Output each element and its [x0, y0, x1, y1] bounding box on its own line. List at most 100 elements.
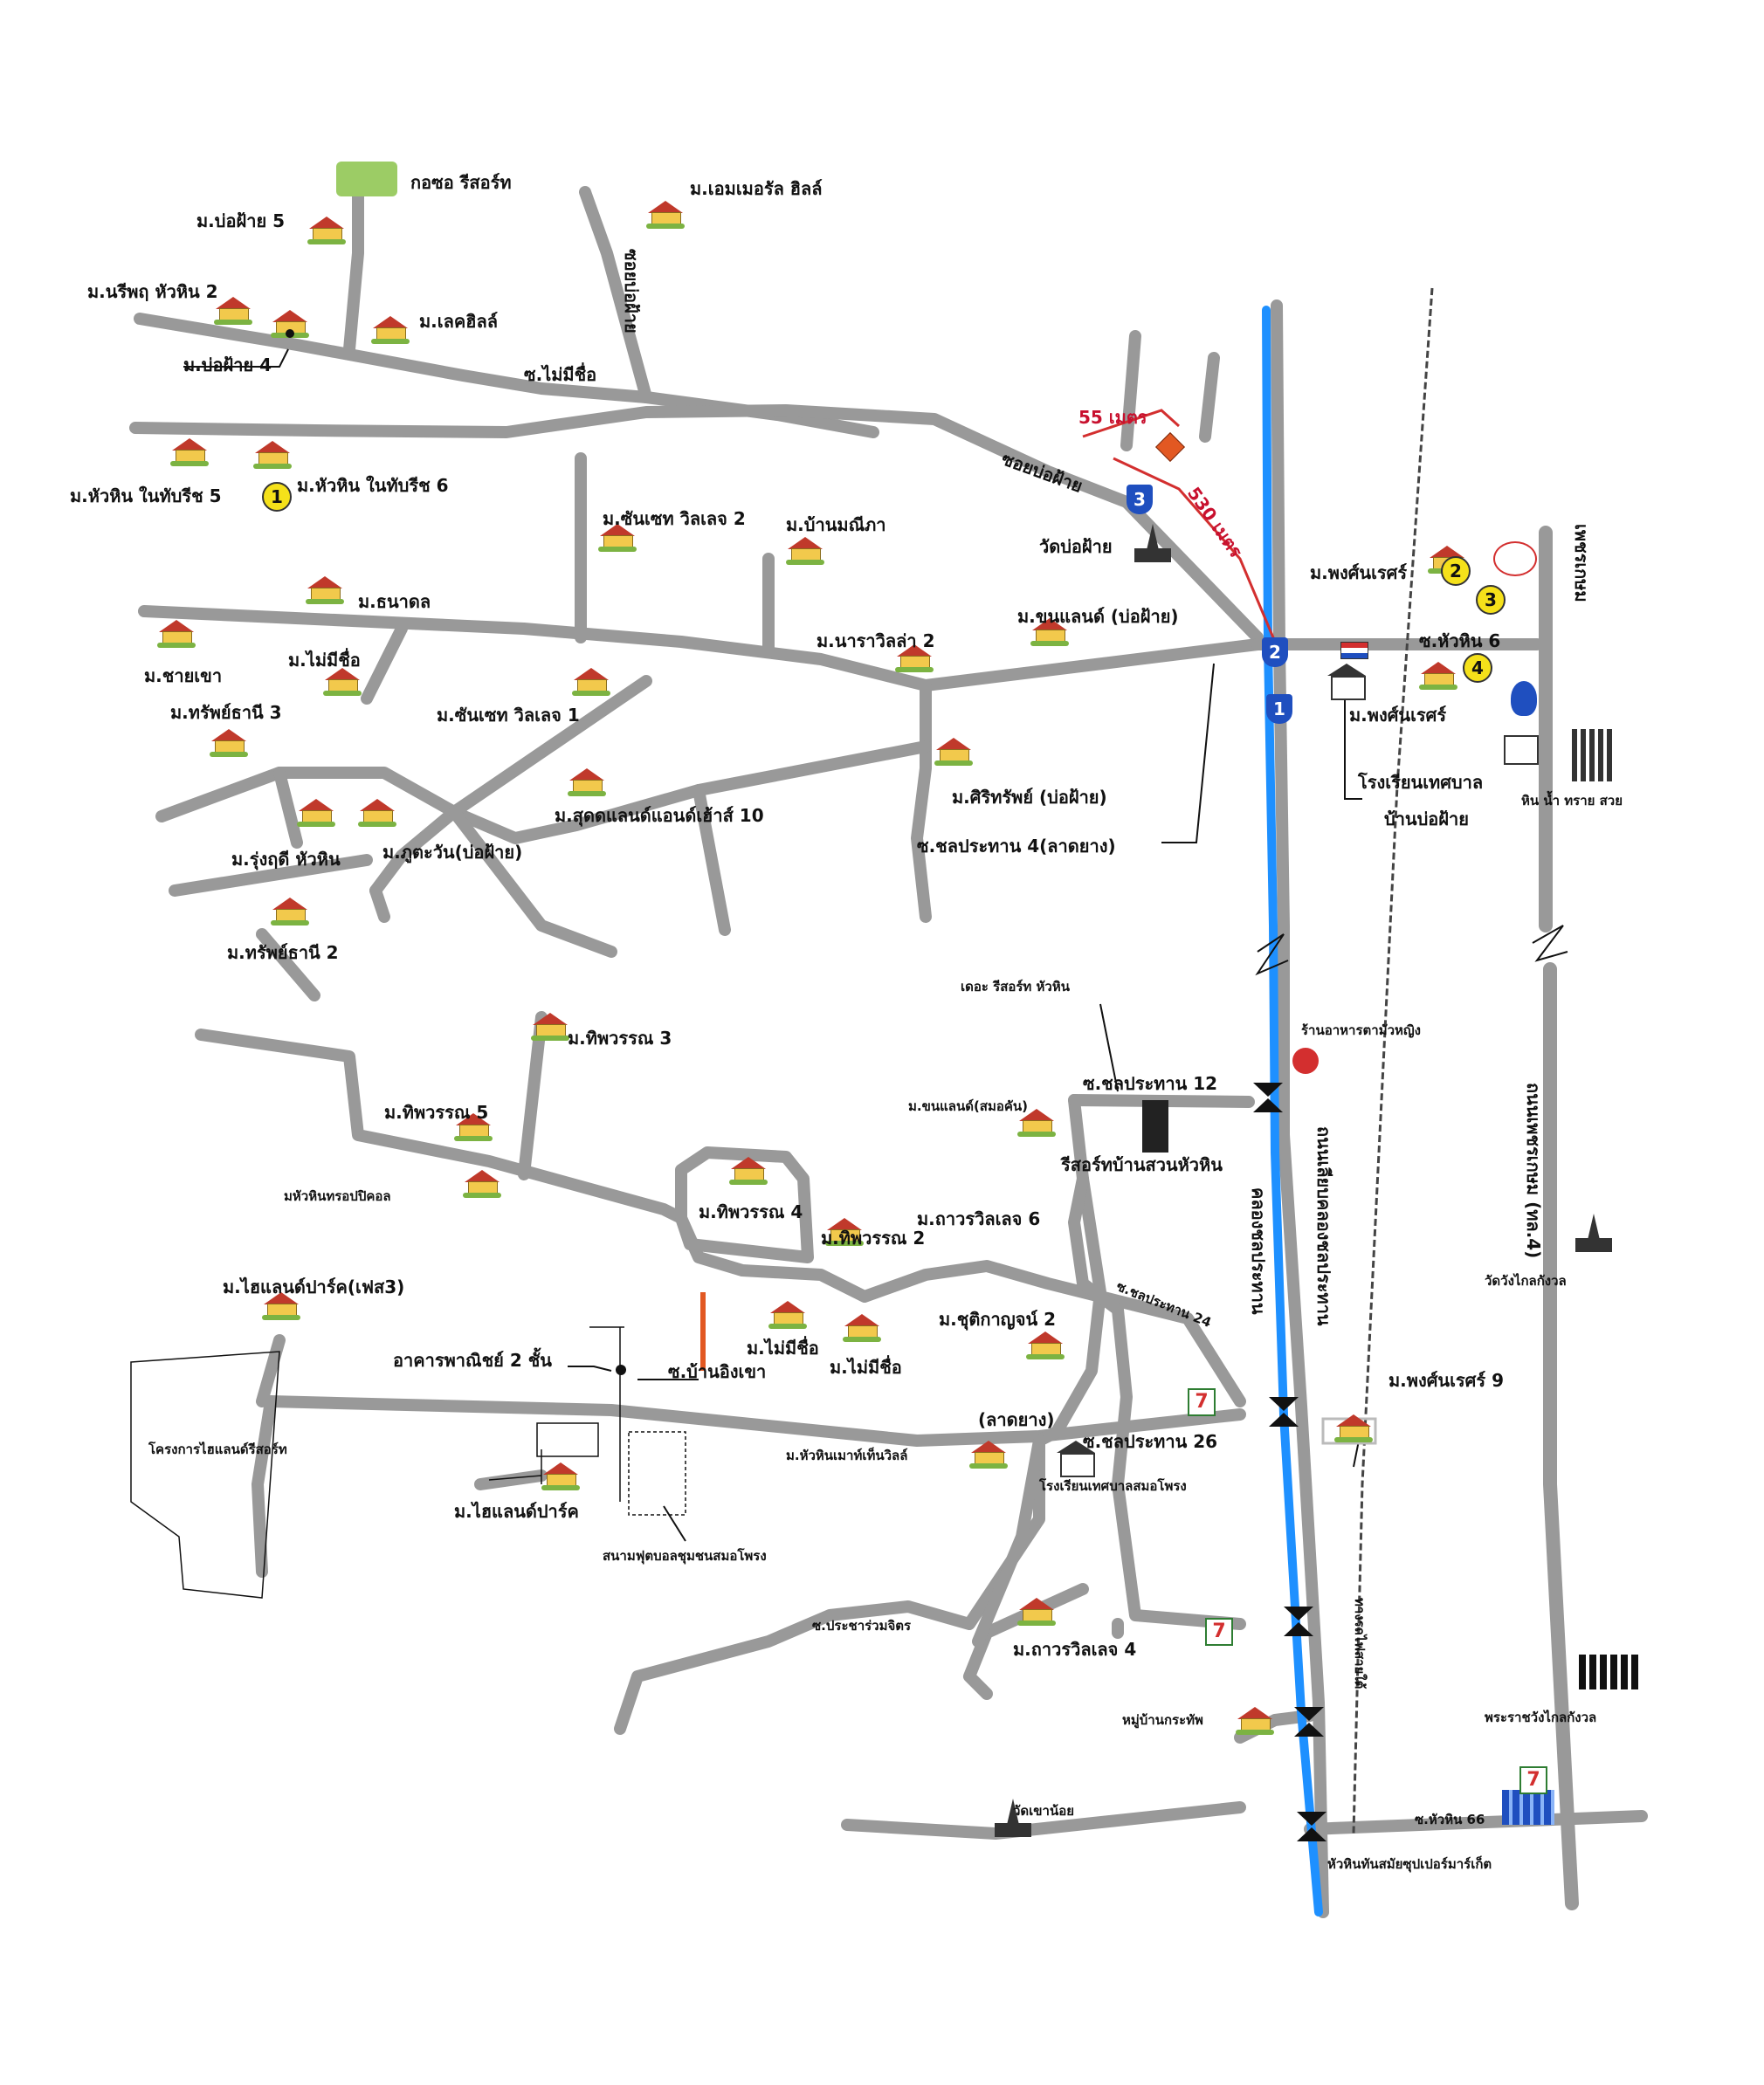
label-ban-manee: ม.บ้านมณีภา — [786, 514, 886, 535]
yellow-marker-3: 3 — [1476, 585, 1506, 615]
label-hin-nam-sai-suay: หิน น้ำ ทราย สวย — [1521, 793, 1623, 809]
break-canal — [1255, 933, 1289, 976]
road-low-2 — [265, 1395, 1246, 1447]
road-main-1 — [138, 605, 1264, 692]
canal-crossing-icon — [1294, 1707, 1324, 1737]
canal-crossing-icon — [1253, 1083, 1283, 1112]
label-sunland-smorprong: ม.ขนแลนด์(สมอคัน) — [908, 1098, 1028, 1114]
road-bofai-side2 — [1199, 352, 1220, 443]
label-school-bo-fai-2: บ้านบ่อฝ้าย — [1384, 809, 1469, 829]
blue-marker-2: 2 — [1262, 637, 1288, 667]
label-mai-mi-chue-1: ม.ไม่มีชื่อ — [288, 650, 361, 671]
house-icon — [729, 1157, 768, 1185]
house-icon — [1030, 618, 1069, 646]
house-icon — [262, 1292, 300, 1320]
road-low-13 — [252, 1395, 277, 1578]
road-low-3 — [1033, 1094, 1106, 1447]
house-icon — [463, 1170, 501, 1198]
road-sub-1 — [155, 740, 932, 844]
label-wat-bo-fai: วัดบ่อฝ้าย — [1039, 536, 1113, 557]
house-icon — [371, 316, 410, 344]
label-highland-project: โครงการไฮแลนด์รีสอร์ท — [148, 1442, 287, 1457]
house-icon — [358, 799, 396, 827]
seven-eleven-icon: 7 — [1188, 1388, 1216, 1416]
house-icon — [825, 1218, 864, 1246]
house-icon — [895, 644, 934, 672]
break-petchkasem — [1532, 925, 1568, 962]
shophouse-dot-icon — [616, 1365, 626, 1375]
label-mai-mi-chue-2: ม.ไม่มีชื่อ — [747, 1338, 819, 1359]
house-icon — [572, 668, 610, 696]
label-huahin-nature-6: ม.หัวหิน ในทับรีช 6 — [297, 475, 449, 496]
label-wat-klai-kangwon: วัดวังไกลกังวล — [1485, 1273, 1567, 1289]
gas-station-icon — [1511, 681, 1537, 716]
railway — [1352, 287, 1434, 1834]
label-chai-khao: ม.ชายเขา — [144, 665, 223, 686]
label-stadium: สนามฟุตบอลชุมชนสมอโพรง — [603, 1548, 767, 1564]
house-icon — [843, 1314, 881, 1342]
bofai4-dot-icon — [286, 329, 294, 338]
road-bofai-side — [1120, 330, 1141, 451]
road-vert-3 — [911, 679, 932, 923]
label-highland-park: ม.ไฮแลนด์ปาร์ค — [454, 1501, 579, 1522]
leader-resort — [1099, 1003, 1119, 1092]
label-school-smorprong: โรงเรียนเทศบาลสมอโพรง — [1039, 1478, 1187, 1494]
road-low-6 — [1068, 1173, 1246, 1630]
label-moo-ban-krasap: หมู่บ้านกระทัพ — [1122, 1712, 1203, 1728]
label-huahin-tropical: มหัวหินทรอปปิคอล — [284, 1188, 391, 1204]
label-soi-mai-mi-chue: ซ.ไม่มีชื่อ — [524, 364, 597, 385]
label-pongkanares-2: ม.พงศ์นเรศร์ — [1349, 705, 1447, 726]
leader-shophouse — [568, 1366, 612, 1372]
road-cross — [361, 623, 408, 705]
label-thippawan-4: ม.ทิพวรรณ 4 — [699, 1201, 803, 1222]
label-korsor-resort: กอซอ รีสอร์ท — [410, 172, 512, 193]
house-icon — [157, 620, 196, 648]
label-chuti-karn-2: ม.ชุติกาญจน์ 2 — [939, 1309, 1056, 1330]
label-chonprathan-26: ซ.ชลประทาน 26 — [1083, 1431, 1218, 1452]
road-sub-3 — [169, 854, 373, 897]
house-icon — [253, 441, 292, 469]
temple-icon-khao-noi — [991, 1799, 1035, 1839]
label-palace: พระราชวังไกลกังวล — [1485, 1710, 1597, 1725]
house-icon — [210, 729, 248, 757]
resort-building-icon — [1142, 1100, 1168, 1153]
house-icon — [1026, 1332, 1065, 1359]
label-soi-pracha: ซ.ประชาร่วมจิตร — [812, 1618, 912, 1634]
label-thaworn-4: ม.ถาวรวิลเลจ 4 — [1013, 1639, 1137, 1660]
label-soi-bo-fai-vertical: ซอยบ่อฝ้าย — [621, 249, 642, 334]
temple-icon — [1131, 524, 1175, 564]
label-pongkanares: ม.พงศ์นเรศร์ — [1310, 562, 1408, 583]
label-emerald-hills: ม.เอมเมอรัล ฮิลล์ — [690, 178, 823, 199]
label-petchkasem: เพชรเกษม — [1571, 524, 1592, 602]
road-low-1 — [195, 1029, 1246, 1407]
highland-line — [488, 1475, 542, 1481]
house-icon — [323, 668, 362, 696]
road-soi-bofai — [579, 186, 652, 403]
label-bo-fai-5: ม.บ่อฝ้าย 5 — [196, 210, 286, 231]
label-restaurant: ร้านอาหารตามัวหญิง — [1301, 1022, 1421, 1038]
road-top-2 — [129, 404, 1264, 643]
land-plots — [130, 1326, 686, 1599]
honda-logo-icon — [1504, 735, 1539, 765]
house-icon — [969, 1441, 1008, 1469]
supermarket-icon — [1502, 1790, 1554, 1825]
label-nirvana-huahin2: ม.นรีพฤ หัวหิน 2 — [87, 281, 218, 302]
house-icon — [271, 898, 309, 926]
road-korsor — [343, 182, 364, 355]
flag-icon — [1340, 642, 1368, 659]
label-phuttawan: ม.ภูตะวัน(บ่อฝ้าย) — [382, 842, 523, 863]
label-distance-55m: 55 เมตร — [1078, 407, 1147, 428]
road-low-8 — [972, 1435, 1045, 1648]
label-chonprathan-4: ซ.ชลประทาน 4(ลาดยาง) — [917, 836, 1116, 857]
house-icon — [934, 738, 973, 766]
house-icon — [1334, 1414, 1373, 1442]
label-thanadon: ม.ธนาดล — [358, 591, 431, 612]
yellow-marker-4: 4 — [1463, 653, 1492, 683]
toyota-logo-icon — [1493, 541, 1537, 576]
temple-icon-wang — [1572, 1214, 1616, 1254]
label-soi-ban-ing-khao: ซ.บ้านอิงเขา — [668, 1361, 767, 1382]
label-thippawan-5: ม.ทิพวรรณ 5 — [384, 1102, 489, 1123]
leader-chonprathan4 — [1161, 663, 1215, 843]
canal-crossing-icon — [1284, 1607, 1313, 1636]
highland-project-plot — [130, 1351, 280, 1599]
